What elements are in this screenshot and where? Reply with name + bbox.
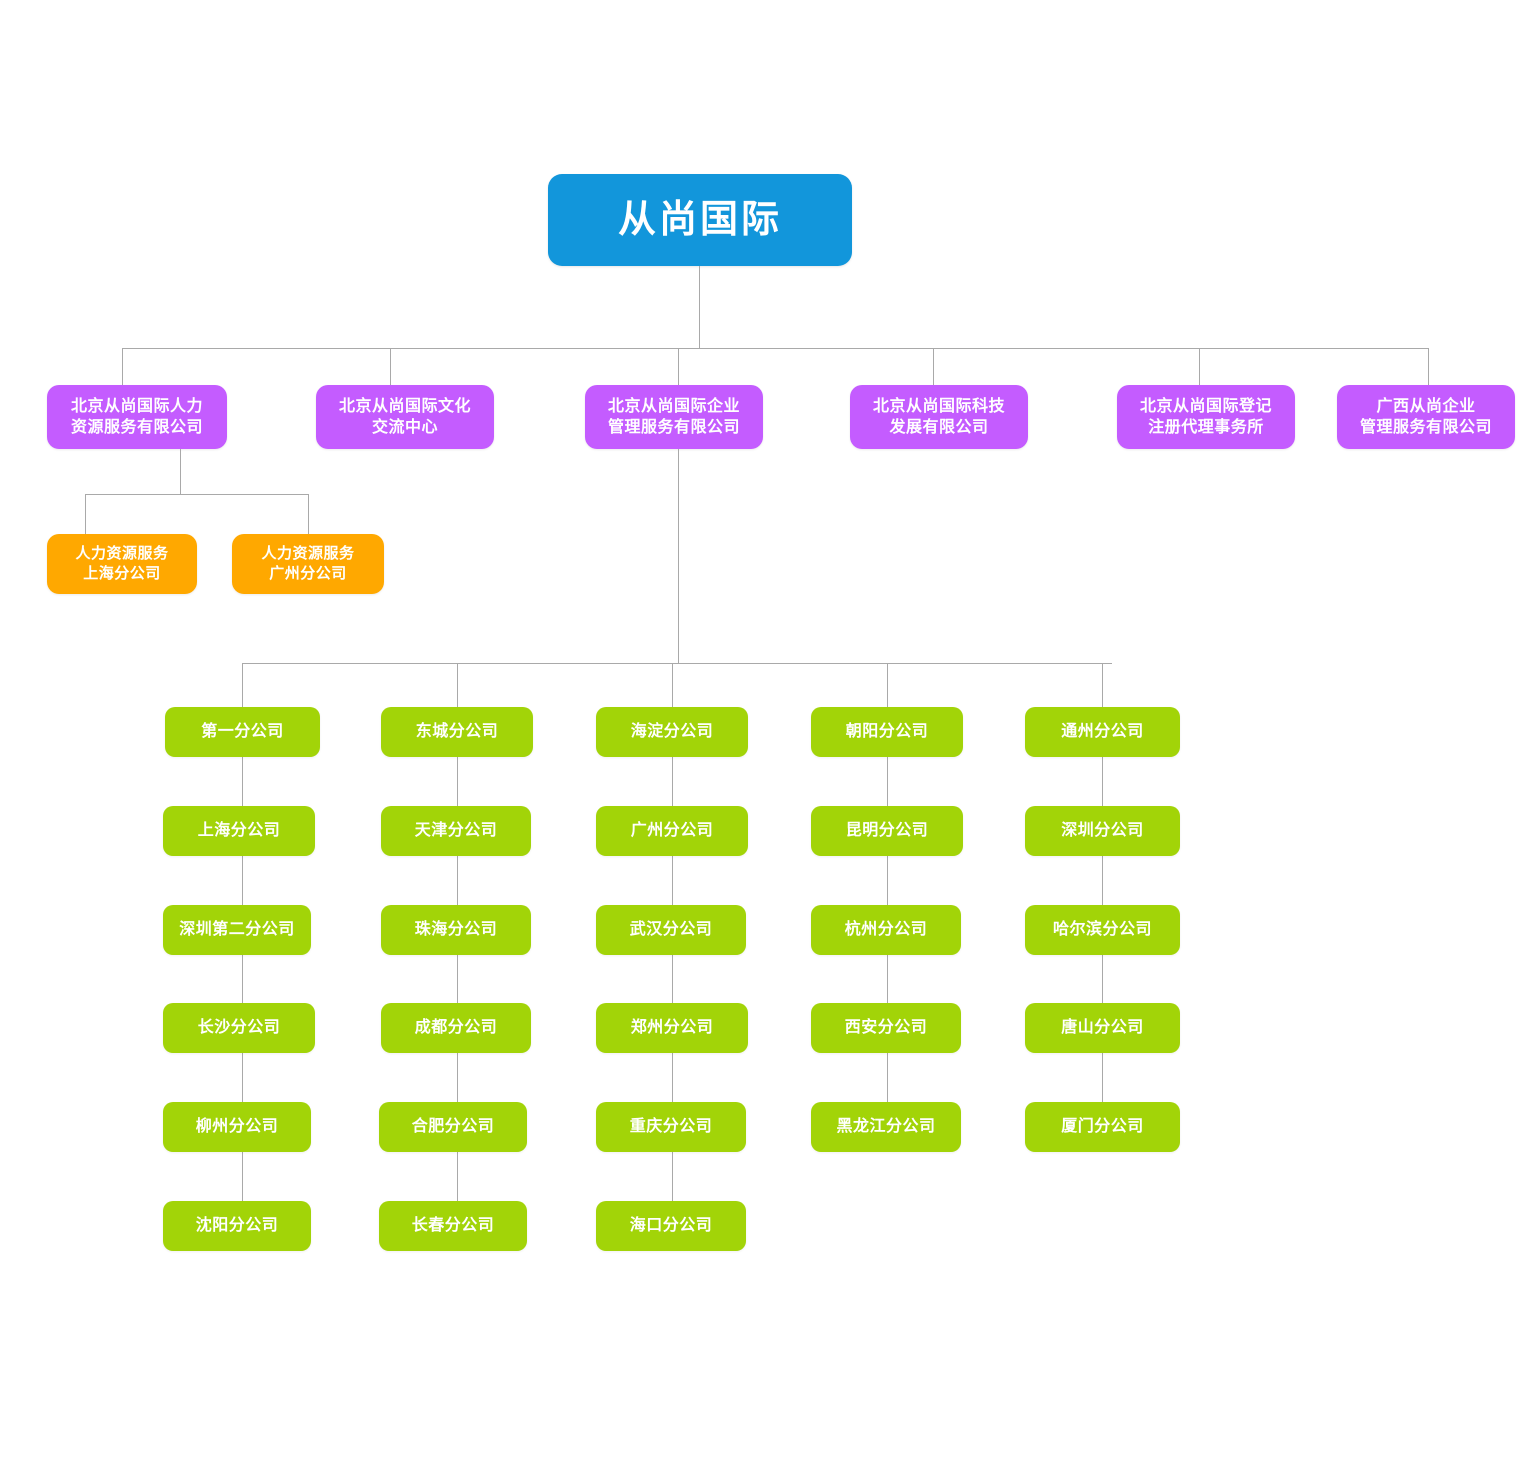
org-node-branch-col3-row3[interactable]: 武汉分公司 xyxy=(596,905,746,955)
org-node-division-technology[interactable]: 北京从尚国际科技 发展有限公司 xyxy=(850,385,1028,449)
org-node-branch-col4-row1[interactable]: 朝阳分公司 xyxy=(811,707,963,757)
org-node-branch-col5-row2[interactable]: 深圳分公司 xyxy=(1025,806,1180,856)
connector-drop-division-5 xyxy=(1199,348,1200,385)
connector-branch-bus xyxy=(242,663,1112,664)
org-node-division-enterprise-management[interactable]: 北京从尚国际企业 管理服务有限公司 xyxy=(585,385,763,449)
org-node-branch-col1-row6[interactable]: 沈阳分公司 xyxy=(163,1201,311,1251)
org-node-hr-branch-shanghai[interactable]: 人力资源服务 上海分公司 xyxy=(47,534,197,594)
org-node-branch-col4-row3[interactable]: 杭州分公司 xyxy=(811,905,961,955)
org-node-branch-col2-row6[interactable]: 长春分公司 xyxy=(379,1201,527,1251)
org-node-branch-col4-row4[interactable]: 西安分公司 xyxy=(811,1003,961,1053)
connector-division-bus xyxy=(122,348,1428,349)
org-node-division-registration-agency[interactable]: 北京从尚国际登记 注册代理事务所 xyxy=(1117,385,1295,449)
org-node-branch-col4-row5[interactable]: 黑龙江分公司 xyxy=(811,1102,961,1152)
connector-drop-division-4 xyxy=(933,348,934,385)
org-node-division-guangxi[interactable]: 广西从尚企业 管理服务有限公司 xyxy=(1337,385,1515,449)
connector-drop-division-3 xyxy=(678,348,679,385)
connector-enterprise-stem xyxy=(678,449,679,663)
connector-drop-division-6 xyxy=(1428,348,1429,385)
org-node-branch-col5-row5[interactable]: 厦门分公司 xyxy=(1025,1102,1180,1152)
org-node-branch-col5-row4[interactable]: 唐山分公司 xyxy=(1025,1003,1180,1053)
connector-hr-bus xyxy=(85,494,308,495)
org-node-branch-col1-row5[interactable]: 柳州分公司 xyxy=(163,1102,311,1152)
org-node-branch-col1-row3[interactable]: 深圳第二分公司 xyxy=(163,905,311,955)
org-node-hr-branch-guangzhou[interactable]: 人力资源服务 广州分公司 xyxy=(232,534,384,594)
connector-drop-division-2 xyxy=(390,348,391,385)
org-node-branch-col3-row1[interactable]: 海淀分公司 xyxy=(596,707,748,757)
org-node-branch-col5-row1[interactable]: 通州分公司 xyxy=(1025,707,1180,757)
connector-drop-hr-shanghai xyxy=(85,494,86,534)
org-node-branch-col3-row5[interactable]: 重庆分公司 xyxy=(596,1102,746,1152)
connector-hr-stem xyxy=(180,449,181,494)
org-node-branch-col2-row1[interactable]: 东城分公司 xyxy=(381,707,533,757)
org-node-branch-col2-row4[interactable]: 成都分公司 xyxy=(381,1003,531,1053)
org-node-branch-col3-row2[interactable]: 广州分公司 xyxy=(596,806,748,856)
org-node-division-hr[interactable]: 北京从尚国际人力 资源服务有限公司 xyxy=(47,385,227,449)
org-node-branch-col2-row3[interactable]: 珠海分公司 xyxy=(381,905,531,955)
org-node-branch-col1-row2[interactable]: 上海分公司 xyxy=(163,806,315,856)
connector-root-stem xyxy=(699,266,700,348)
org-node-branch-col2-row2[interactable]: 天津分公司 xyxy=(381,806,531,856)
org-node-branch-col3-row4[interactable]: 郑州分公司 xyxy=(596,1003,748,1053)
org-node-branch-col2-row5[interactable]: 合肥分公司 xyxy=(379,1102,527,1152)
connector-drop-division-1 xyxy=(122,348,123,385)
org-node-branch-col4-row2[interactable]: 昆明分公司 xyxy=(811,806,963,856)
org-node-root[interactable]: 从尚国际 xyxy=(548,174,852,266)
org-node-branch-col1-row4[interactable]: 长沙分公司 xyxy=(163,1003,315,1053)
org-node-division-culture[interactable]: 北京从尚国际文化 交流中心 xyxy=(316,385,494,449)
org-node-branch-col5-row3[interactable]: 哈尔滨分公司 xyxy=(1025,905,1180,955)
connector-drop-hr-guangzhou xyxy=(308,494,309,534)
org-node-branch-col1-row1[interactable]: 第一分公司 xyxy=(165,707,320,757)
org-node-branch-col3-row6[interactable]: 海口分公司 xyxy=(596,1201,746,1251)
